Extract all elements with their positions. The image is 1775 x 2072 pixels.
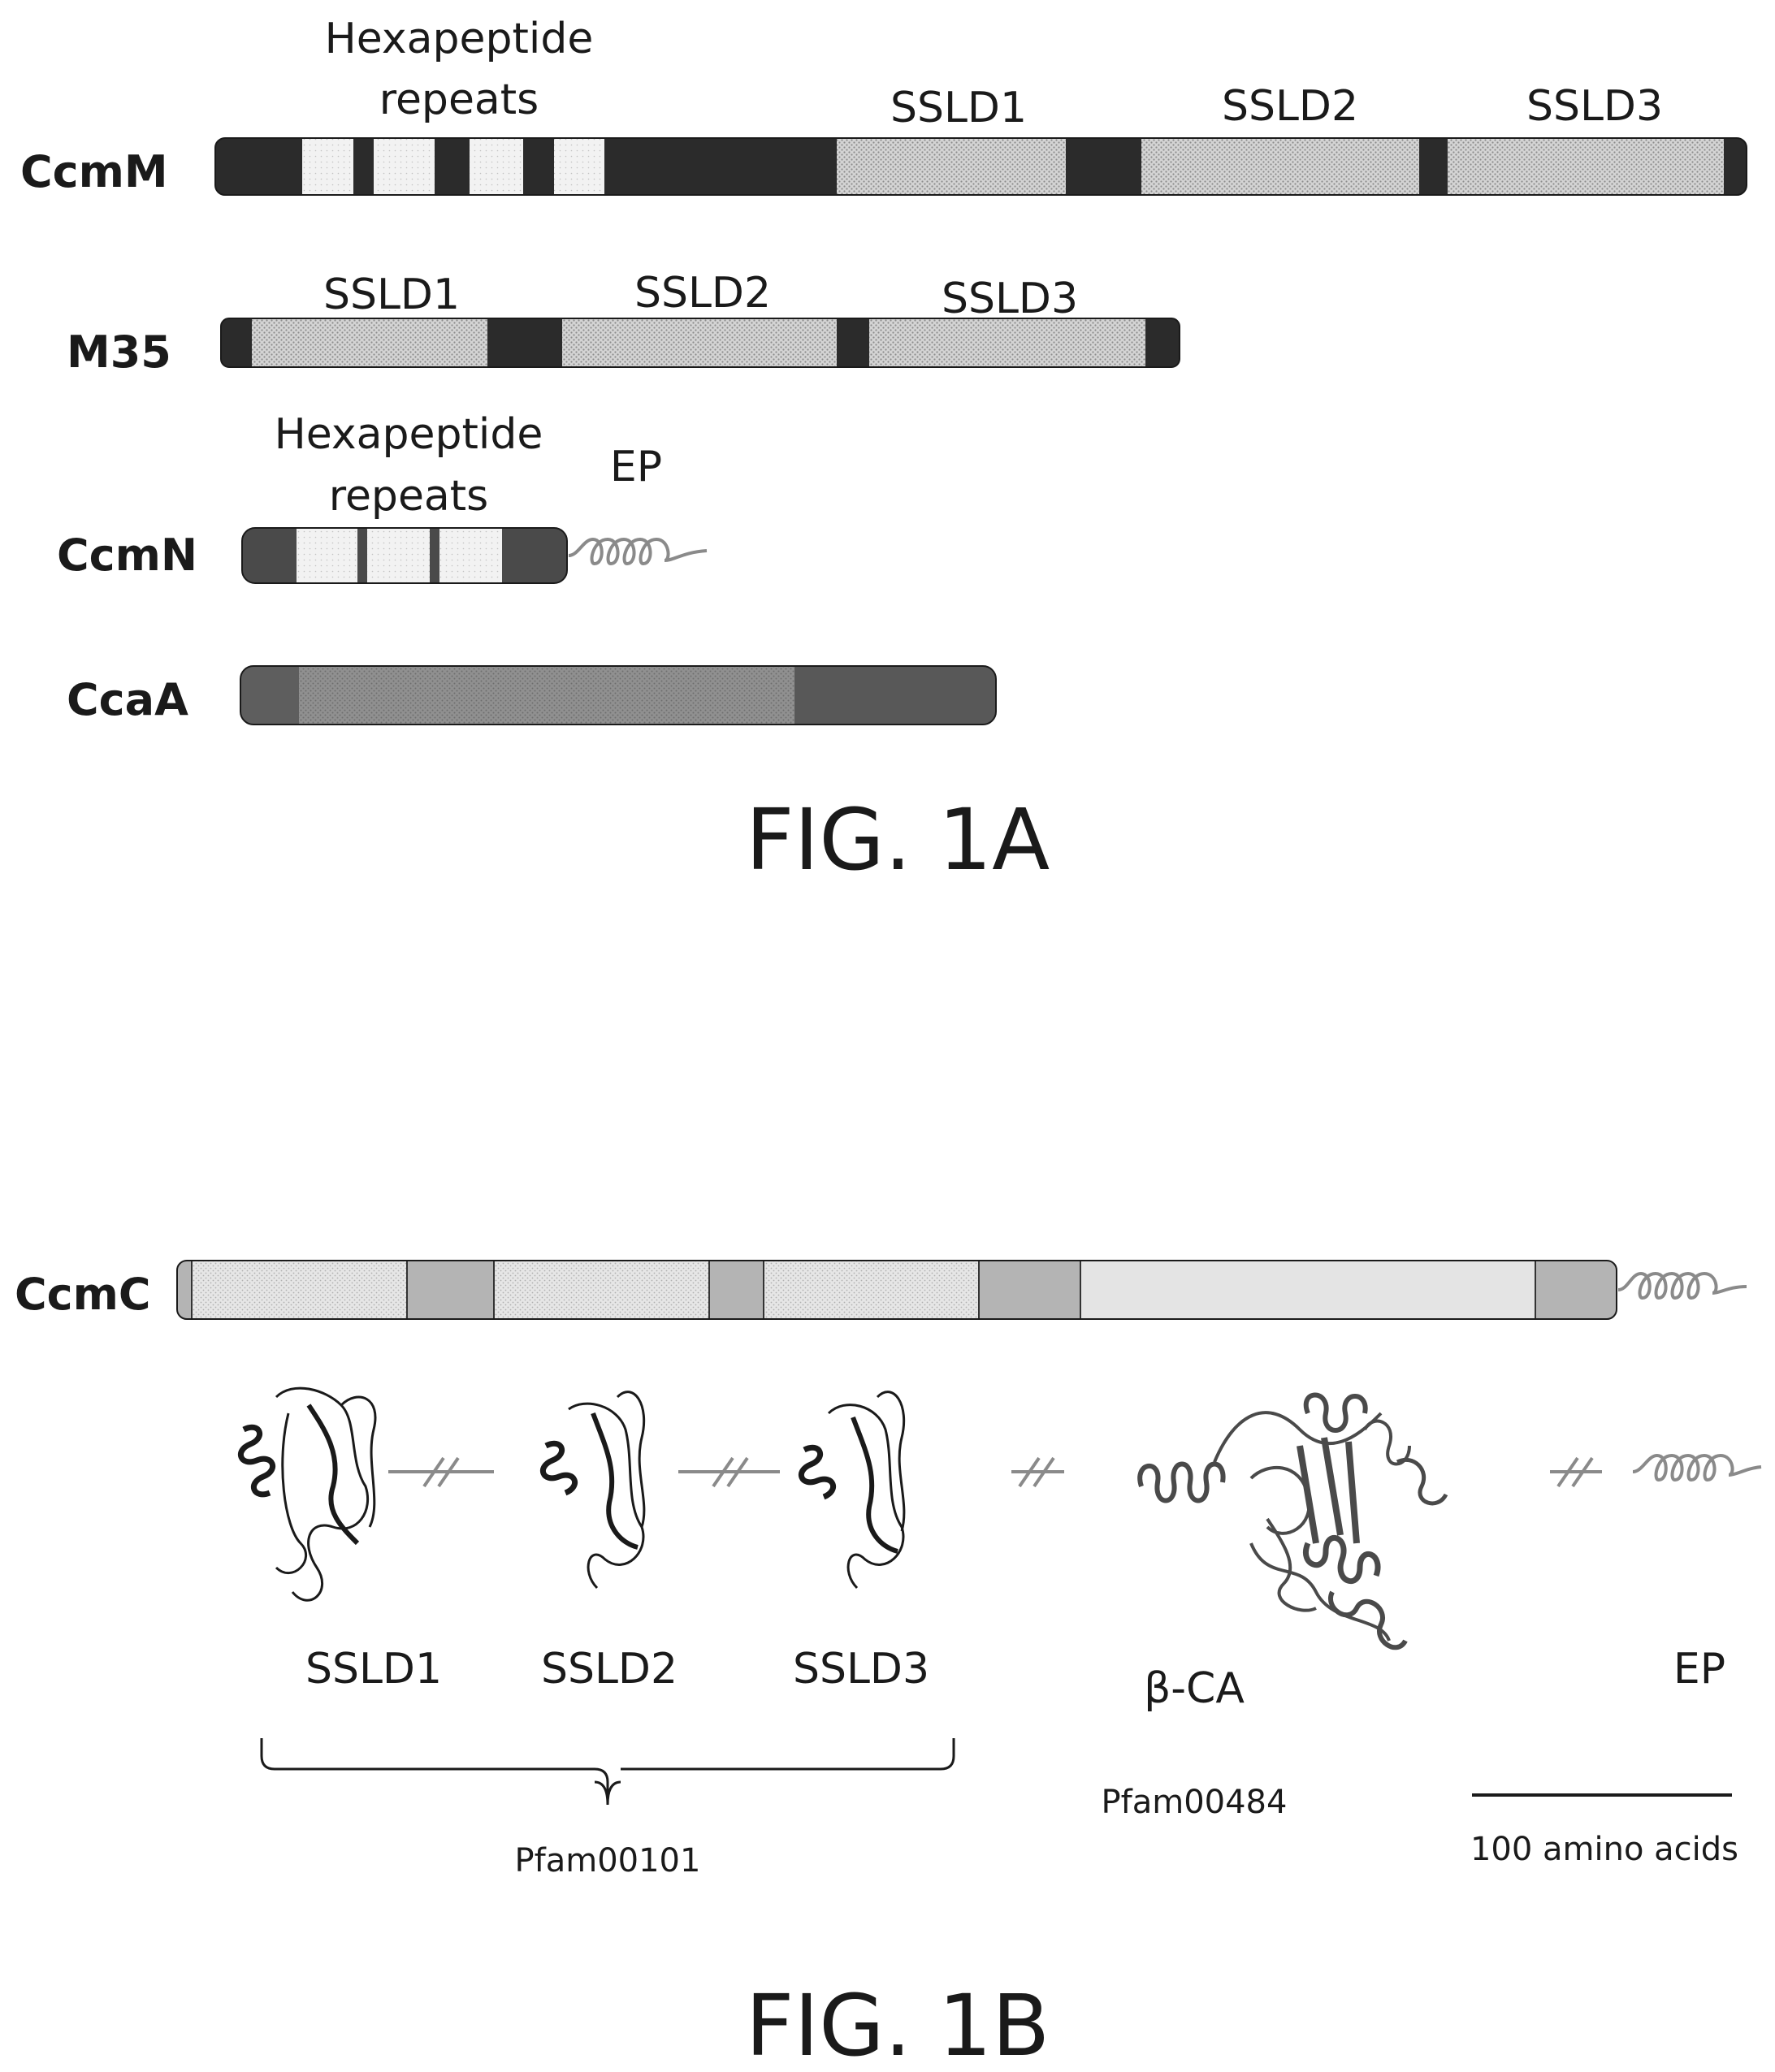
pfam-bca-label: Pfam00484 bbox=[1102, 1784, 1288, 1821]
fig1b-title: FIG. 1B bbox=[746, 1976, 1050, 2072]
m35-ssld3-domain bbox=[869, 318, 1145, 367]
ccmm-hexapeptide-label-line1: Hexapeptide bbox=[325, 15, 594, 63]
ccmc-row: CcmC bbox=[15, 1261, 1747, 1320]
ccmc-ssld2-domain bbox=[494, 1261, 709, 1319]
m35-ssld1-domain bbox=[252, 318, 487, 367]
ccaa-bar bbox=[240, 666, 996, 725]
ccmn-ep-label: EP bbox=[610, 443, 662, 491]
ssld-brace bbox=[262, 1738, 954, 1805]
ccmm-ssld3-label: SSLD3 bbox=[1526, 82, 1663, 131]
ccmc-ep-helix bbox=[1618, 1274, 1747, 1298]
structure-label-ssld1: SSLD1 bbox=[305, 1645, 442, 1694]
ccmm-ssld1-domain bbox=[837, 138, 1066, 195]
structure-label-ssld3: SSLD3 bbox=[793, 1645, 929, 1694]
ssld3-structure bbox=[801, 1392, 903, 1588]
ccmn-hexapeptide-label-line2: repeats bbox=[329, 472, 489, 521]
ccmn-bar bbox=[242, 528, 567, 583]
m35-row: M35 SSLD1 SSLD2 SSLD3 bbox=[67, 269, 1180, 378]
ccaa-catalytic-domain bbox=[299, 666, 794, 725]
ccmc-ssld1-domain bbox=[192, 1261, 407, 1319]
structure-label-bca: β-CA bbox=[1144, 1664, 1245, 1713]
ccmm-ssld1-label: SSLD1 bbox=[890, 84, 1027, 132]
bca-structure bbox=[1140, 1395, 1446, 1648]
bca-ep-link bbox=[1550, 1458, 1602, 1486]
ccmm-hexapeptide-repeat bbox=[554, 138, 604, 195]
ccmn-hexapeptide-repeat bbox=[439, 528, 502, 583]
ccmm-ssld2-label: SSLD2 bbox=[1222, 82, 1358, 131]
ccmm-ssld2-domain bbox=[1141, 138, 1419, 195]
m35-ssld2-domain bbox=[562, 318, 837, 367]
ssld-bca-link bbox=[1011, 1458, 1064, 1486]
m35-ssld2-label: SSLD2 bbox=[634, 269, 771, 318]
ccmm-hexapeptide-label-line2: repeats bbox=[379, 76, 539, 124]
ccmn-hexapeptide-label-line1: Hexapeptide bbox=[275, 410, 543, 459]
ccmn-label: CcmN bbox=[57, 530, 197, 581]
m35-label: M35 bbox=[67, 327, 171, 378]
ccmn-hexapeptide-repeat bbox=[367, 528, 430, 583]
ccmm-ssld3-domain bbox=[1448, 138, 1724, 195]
ccaa-row: CcaA bbox=[67, 666, 996, 725]
ccmm-hexapeptide-repeat bbox=[302, 138, 353, 195]
fig1a-title: FIG. 1A bbox=[746, 790, 1050, 889]
ccmn-ep-helix bbox=[569, 539, 707, 564]
scale-bar-label: 100 amino acids bbox=[1470, 1831, 1738, 1868]
ccaa-c-terminal-domain bbox=[794, 666, 996, 725]
m35-ssld1-label: SSLD1 bbox=[323, 270, 460, 319]
m35-ssld3-label: SSLD3 bbox=[942, 275, 1078, 323]
ccmm-row: CcmM Hexapeptide repeats SSLD1 SSLD2 SSL… bbox=[20, 15, 1747, 197]
ssld2-structure bbox=[543, 1392, 643, 1588]
ccmc-label: CcmC bbox=[15, 1269, 151, 1320]
pfam-ssld-label: Pfam00101 bbox=[515, 1842, 701, 1880]
ccmn-hexapeptide-repeat bbox=[297, 528, 357, 583]
ccmn-row: CcmN Hexapeptide repeats EP bbox=[57, 410, 707, 583]
ssld1-structure bbox=[240, 1388, 375, 1600]
ccmc-bar bbox=[177, 1261, 1617, 1319]
structure-label-ssld2: SSLD2 bbox=[541, 1645, 678, 1694]
structure-label-ep: EP bbox=[1673, 1645, 1725, 1694]
ccmc-bca-domain bbox=[1080, 1261, 1535, 1319]
ssld-link-1 bbox=[388, 1458, 494, 1486]
ccmc-ssld3-domain bbox=[764, 1261, 979, 1319]
ccmm-hexapeptide-repeat bbox=[374, 138, 435, 195]
ccmm-hexapeptide-repeat bbox=[470, 138, 523, 195]
ccmm-label: CcmM bbox=[20, 146, 168, 197]
m35-bar bbox=[221, 318, 1180, 367]
ep-structure-helix bbox=[1633, 1456, 1761, 1480]
ccaa-label: CcaA bbox=[67, 674, 188, 725]
ssld-link-2 bbox=[678, 1458, 780, 1486]
ccmm-bar bbox=[215, 138, 1747, 195]
